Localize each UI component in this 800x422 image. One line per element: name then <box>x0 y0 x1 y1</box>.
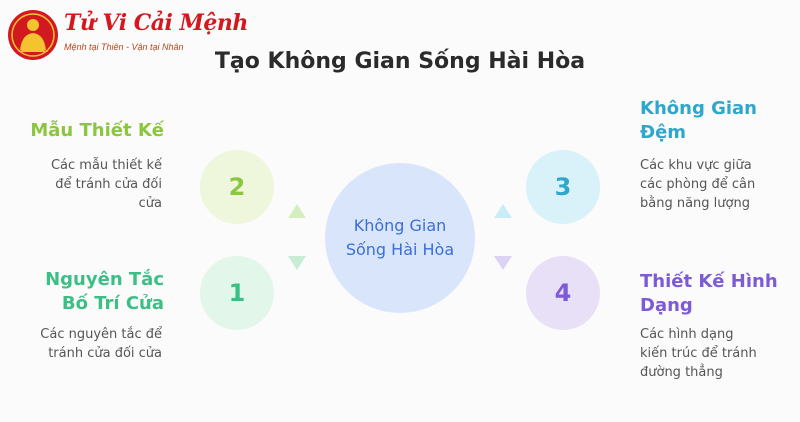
item-description-thiet-ke-hinh-dang: Các hình dạng kiến trúc để tránh đường t… <box>640 325 795 382</box>
heading-line: Bố Trí Cửa <box>61 293 164 314</box>
step-number-2: 2 <box>228 173 246 201</box>
item-heading-mau-thiet-ke: Mẫu Thiết Kế <box>0 119 164 143</box>
description-line: Các nguyên tắc để <box>40 327 162 342</box>
arrow-down-icon <box>494 256 512 270</box>
item-heading-khong-gian-dem: Không Gian Đệm <box>640 97 795 145</box>
description-line: Các hình dạng <box>640 327 734 342</box>
heading-line: Đệm <box>640 122 687 143</box>
heading-line: Thiết Kế Hình <box>640 271 778 292</box>
logo[interactable]: Tử Vi Cải Mệnh Mệnh tại Thiên - Vận tại … <box>6 6 248 66</box>
step-number-4: 4 <box>554 279 572 307</box>
description-line: các phòng để cân <box>640 177 756 192</box>
description-line: để tránh cửa đối <box>55 177 162 192</box>
step-circle-3: 3 <box>526 150 600 224</box>
step-circle-4: 4 <box>526 256 600 330</box>
arrow-up-icon <box>288 204 306 218</box>
item-description-mau-thiet-ke: Các mẫu thiết kế để tránh cửa đối cửa <box>0 156 162 213</box>
description-line: Các mẫu thiết kế <box>50 158 162 173</box>
step-number-1: 1 <box>228 279 246 307</box>
arrow-down-icon <box>288 256 306 270</box>
heading-line: Không Gian <box>640 98 757 119</box>
heading-line: Nguyên Tắc <box>45 269 164 290</box>
step-circle-2: 2 <box>200 150 274 224</box>
logo-subtitle: Mệnh tại Thiên - Vận tại Nhân <box>64 42 184 52</box>
description-line: Các khu vực giữa <box>640 158 752 173</box>
center-label-line1: Không Gian <box>353 216 447 235</box>
description-line: đường thẳng <box>640 365 723 380</box>
item-description-nguyen-tac: Các nguyên tắc để tránh cửa đối cửa <box>0 325 162 363</box>
item-heading-thiet-ke-hinh-dang: Thiết Kế Hình Dạng <box>640 270 795 318</box>
step-circle-1: 1 <box>200 256 274 330</box>
center-label-line2: Sống Hài Hòa <box>345 240 455 259</box>
arrow-up-icon <box>494 204 512 218</box>
description-line: cửa <box>138 196 162 211</box>
item-heading-nguyen-tac: Nguyên Tắc Bố Trí Cửa <box>0 268 164 316</box>
center-circle: Không Gian Sống Hài Hòa <box>325 163 475 313</box>
page-title: Tạo Không Gian Sống Hài Hòa <box>214 49 586 74</box>
step-number-3: 3 <box>554 173 572 201</box>
buddha-logo-icon <box>8 10 58 60</box>
heading-line: Mẫu Thiết Kế <box>30 120 164 141</box>
logo-title: Tử Vi Cải Mệnh <box>64 10 248 36</box>
description-line: kiến trúc để tránh <box>640 346 757 361</box>
heading-line: Dạng <box>640 295 693 316</box>
description-line: bằng năng lượng <box>640 196 750 211</box>
item-description-khong-gian-dem: Các khu vực giữa các phòng để cân bằng n… <box>640 156 795 213</box>
description-line: tránh cửa đối cửa <box>48 346 162 361</box>
